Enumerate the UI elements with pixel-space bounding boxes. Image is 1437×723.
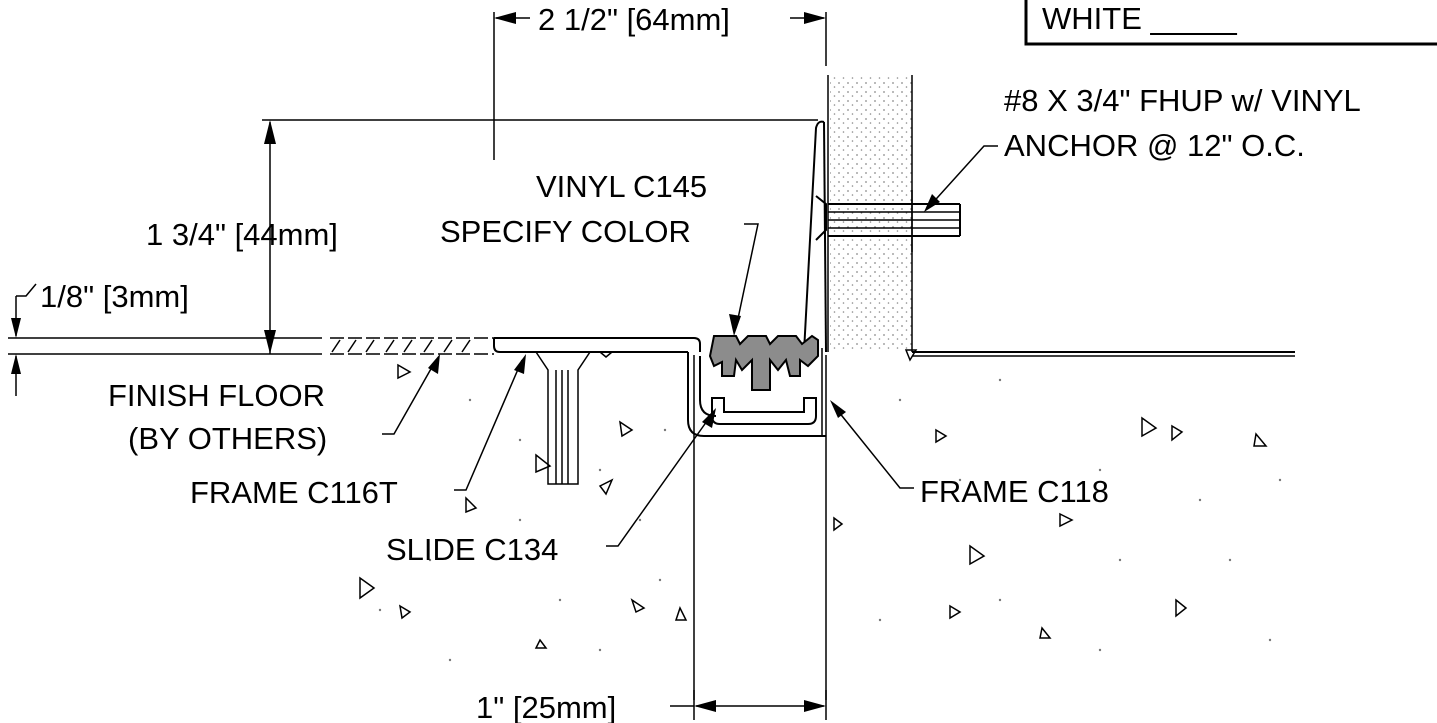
- callout-fastener: #8 X 3/4" FHUP w/ VINYL ANCHOR @ 12" O.C…: [924, 83, 1361, 212]
- right-slab-stipple: [878, 378, 1282, 652]
- wall: [827, 75, 1295, 357]
- dimension-height: 1 3/4" [44mm]: [146, 119, 818, 354]
- callout-vinyl-line2: SPECIFY COLOR: [440, 214, 691, 249]
- callout-finish-floor-line2: (BY OTHERS): [128, 421, 327, 456]
- frame-c118: [803, 120, 827, 436]
- dimension-bottom-width: 1" [25mm]: [476, 690, 827, 723]
- callout-frame-c118-label: FRAME C118: [920, 474, 1109, 509]
- right-slab-aggregate: [833, 349, 1268, 639]
- callout-vinyl-line1: VINYL C145: [536, 169, 707, 204]
- callout-finish-floor: FINISH FLOOR (BY OTHERS): [108, 354, 440, 456]
- callout-slide-c134-label: SLIDE C134: [386, 532, 558, 567]
- finish-floor-hatch: [331, 339, 471, 353]
- dimension-height-label: 1 3/4" [44mm]: [146, 217, 338, 252]
- callout-fastener-line2: ANCHOR @ 12" O.C.: [1004, 128, 1305, 163]
- left-slab-aggregate: [359, 363, 688, 649]
- left-slab-stipple: [378, 398, 667, 662]
- title-block-label: WHITE _____: [1042, 1, 1237, 36]
- dimension-top-width: 2 1/2" [64mm]: [493, 2, 827, 160]
- dimension-floor-thickness: 1/8" [3mm]: [11, 279, 189, 396]
- callout-vinyl: VINYL C145 SPECIFY COLOR: [440, 169, 759, 336]
- callout-frame-c118: FRAME C118: [830, 400, 1109, 509]
- dimension-floor-thickness-label: 1/8" [3mm]: [40, 279, 189, 314]
- fastener: [815, 190, 961, 252]
- dimension-bottom-width-label: 1" [25mm]: [476, 690, 616, 723]
- vinyl-c145-insert: [708, 334, 819, 391]
- frame-c116t: [493, 337, 826, 485]
- dimension-top-width-label: 2 1/2" [64mm]: [538, 2, 730, 37]
- callout-frame-c116t-label: FRAME C116T: [190, 475, 398, 510]
- right-concrete-slab: [825, 349, 1282, 700]
- left-concrete-slab: [359, 355, 695, 700]
- title-block: WHITE _____: [1024, 0, 1437, 46]
- callout-finish-floor-line1: FINISH FLOOR: [108, 378, 325, 413]
- callout-slide-c134: SLIDE C134: [386, 408, 716, 567]
- callout-frame-c116t: FRAME C116T: [190, 354, 526, 510]
- callout-fastener-line1: #8 X 3/4" FHUP w/ VINYL: [1004, 83, 1361, 118]
- finish-floor: [8, 337, 494, 355]
